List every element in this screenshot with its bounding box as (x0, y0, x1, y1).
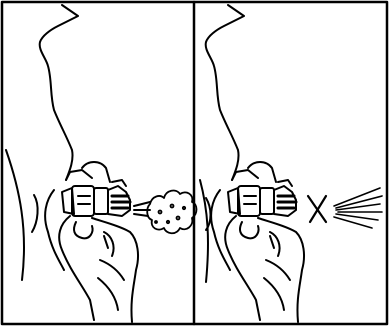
panel-left (6, 5, 197, 322)
panel-right (200, 5, 382, 322)
spray-lines (334, 188, 382, 228)
neck-line-right (200, 180, 208, 282)
hand-right (225, 216, 304, 322)
face-profile-right (206, 5, 244, 180)
face-profile-left (40, 5, 78, 180)
neck-line-left (6, 150, 24, 280)
cheek-curl-left (32, 195, 38, 232)
spacer-inhaler-right (228, 162, 296, 216)
hand-left (59, 216, 138, 322)
mist-cloud (147, 191, 196, 234)
spacer-inhaler-left (62, 162, 130, 216)
cross-mark (308, 196, 326, 222)
